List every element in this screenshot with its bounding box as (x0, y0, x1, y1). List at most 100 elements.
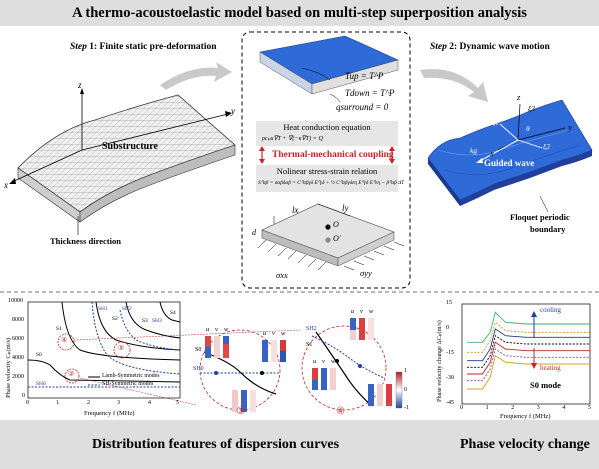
z3-u1: u (206, 326, 210, 333)
mode-s2: S2 (112, 316, 118, 322)
z4-u1: u (351, 308, 355, 315)
main-title: A thermo-acoustoelastic model based on m… (72, 5, 527, 21)
o-label: O (333, 220, 339, 229)
curve-s2 (95, 301, 181, 351)
curve-sh2 (119, 309, 181, 351)
o-prime-label: O' (333, 234, 341, 243)
colorbar-mid: 0 (404, 387, 407, 393)
mode-sh2: SH2 (122, 306, 132, 312)
z4-w1: w (369, 308, 374, 315)
pv-series-3 (467, 334, 590, 368)
pv-series-5 (467, 348, 590, 382)
pv-series-4 (467, 341, 590, 375)
z4-v1: v (360, 308, 363, 315)
xi3-label: ξ3 (528, 104, 535, 113)
xtick-1: 1 (56, 400, 59, 406)
z3-w2: w (281, 330, 286, 337)
pv-ylabel: Phase velocity change ΔCₚ(m/s) (436, 320, 443, 402)
mesh-side-face (79, 144, 236, 223)
axis-z-label: z (78, 80, 82, 90)
step1-prefix: Step (70, 42, 87, 52)
top-banner: A thermo-acoustoelastic model based on m… (0, 0, 599, 26)
mode-sh0: SH0 (36, 381, 46, 387)
axis-y-label: y (231, 106, 235, 116)
stress-arrows-yy (343, 241, 405, 271)
t-down-label: Tdown = T^P (345, 88, 395, 98)
legend-sh: SH-Symmetric modes (102, 381, 154, 387)
wave-axis-y: y (568, 122, 572, 132)
z4-w2: w (331, 358, 336, 365)
guided-wave-label: Guided wave (484, 158, 535, 168)
stress-title: Nolinear stress-strain relation (256, 166, 398, 176)
arrow-model-to-step2 (420, 69, 488, 102)
marker-3: ③ (68, 370, 75, 378)
ytick-4000: 4000 (12, 355, 24, 361)
curve-s1 (61, 301, 181, 361)
xtick-3: 3 (117, 400, 120, 406)
point-o-prime (325, 237, 331, 243)
mode-s0: S0 (36, 352, 42, 358)
xi2-label: ξ2 (543, 142, 550, 151)
substructure-label: Substructure (102, 141, 158, 152)
step1-text: : Finite static pre-deformation (94, 42, 217, 52)
pv-xtick: 5 (588, 405, 591, 411)
step2-label: Step 2: Dynamic wave motion (430, 42, 550, 52)
mode-shapes-4 (312, 318, 392, 406)
step1-num: 1 (89, 42, 95, 52)
pv-ytick: 15 (446, 300, 452, 306)
z4-sh2-label: SH2 (306, 326, 317, 332)
curve-s4 (159, 301, 181, 323)
axis-x-label: x (4, 180, 8, 190)
zoom-3-label: ③ (236, 406, 245, 417)
xi1-label: ξ1 (492, 118, 499, 127)
z3-v2: v (272, 330, 275, 337)
pv-xlabel: Frequency f (MHz) (500, 413, 551, 420)
heat-equation: ρcₚu∇T + ∇(−κ∇T) = Q (262, 135, 323, 142)
pv-xtick: 2 (511, 405, 515, 411)
ytick-2000: 2000 (12, 374, 24, 380)
pv-ytick: -45 (446, 400, 454, 406)
lx-label: lx (292, 205, 299, 215)
colorbar-max: 1 (404, 368, 407, 374)
step2-prefix: Step (430, 42, 447, 52)
xtick-0: 0 (26, 400, 29, 406)
pv-ytick: -30 (446, 375, 454, 381)
floquet-label-2: boundary (530, 224, 566, 234)
pv-series-0 (467, 311, 590, 343)
pv-ytick: -15 (446, 350, 454, 356)
pv-series-1 (467, 321, 590, 353)
wave-axis-x: x (490, 148, 494, 158)
pv-xtick: 0 (460, 405, 463, 411)
step1-label: Step 1: Finite static pre-deformation (70, 42, 217, 52)
stress-arrows-xx (257, 239, 327, 271)
mode-sh3: SH3 (152, 318, 162, 324)
z3-u2: u (263, 330, 267, 337)
ly-label: ly (342, 203, 349, 213)
ytick-8000: 8000 (12, 317, 24, 323)
zoom-circle-4 (57, 333, 75, 351)
zoom-circle-5 (113, 341, 131, 359)
stress-equation: S⁰αβ = σαβδαβ = C⁰αβγδ E⁰γδ + ½ C⁰αβγδεη… (258, 180, 405, 186)
mode-sh1: SH1 (98, 306, 108, 312)
arrow-step1-to-model (160, 62, 232, 90)
pv-ytick: 0 (446, 325, 449, 331)
marker-4: ④ (61, 336, 68, 344)
ytick-10000: 10000 (8, 298, 23, 304)
wave-axis-z: z (517, 92, 521, 102)
xtick-2: 2 (87, 400, 90, 406)
ytick-0: 0 (22, 393, 25, 399)
wave-plate-side (460, 150, 592, 206)
point-o (325, 224, 331, 230)
legend-lamb: Lamb-Symmetric modes (102, 373, 160, 379)
bottom-right-title: Phase velocity change (460, 437, 590, 452)
z4-v2: v (322, 358, 325, 365)
blue-plate-side (311, 59, 399, 95)
heating-label: heating (540, 364, 561, 372)
ytick-6000: 6000 (12, 336, 24, 342)
